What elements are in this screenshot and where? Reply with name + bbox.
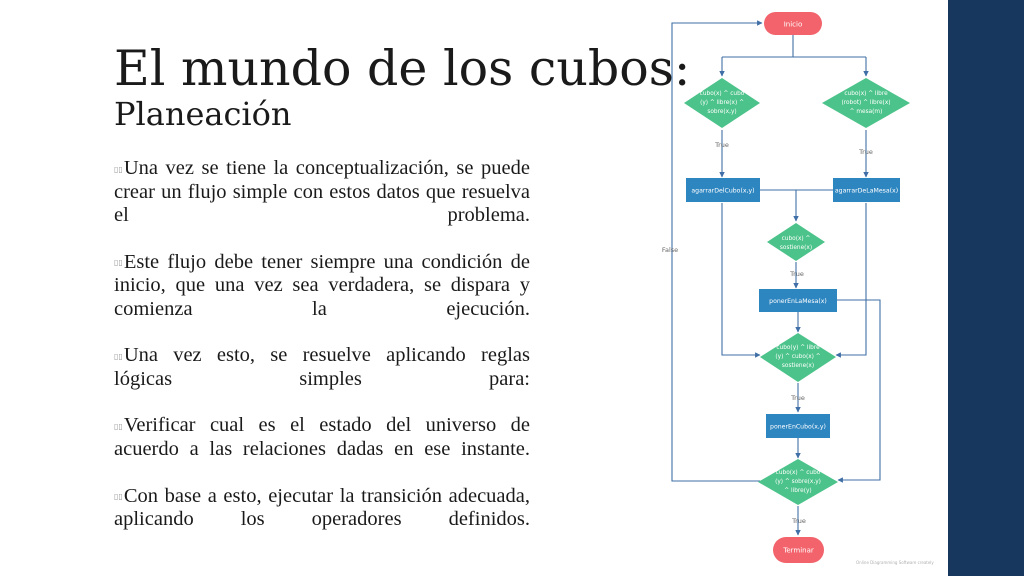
label-true-right: True	[858, 148, 873, 156]
flow-node-decision-left: cubo(x) ^ cubo (y) ^ libre(x) ^ sobre(x,…	[684, 78, 760, 128]
bullet-item: ▯▯Con base a esto, ejecutar la transició…	[114, 485, 530, 555]
watermark: Online Diagramming Software creately	[856, 560, 934, 565]
process-cubo-label: ponerEnCubo(x,y)	[770, 424, 826, 431]
decision-left-line-3: sobre(x,y)	[707, 109, 736, 115]
flow-node-process-mesa: ponerEnLaMesa(x)	[759, 289, 837, 312]
decision-final-line-3: ^ libre(y)	[784, 488, 811, 494]
label-true-final: True	[791, 517, 806, 525]
decision-encubo-line-2: (y) ^ cubo(x) ^	[775, 354, 820, 360]
decision-sostiene-line-1: cubo(x) ^	[782, 236, 811, 242]
flow-node-process-left: agarrarDelCubo(x,y)	[686, 178, 760, 202]
decision-right-line-2: (robot) ^ libre(x)	[841, 100, 890, 106]
bullet-list: ▯▯Una vez se tiene la conceptualización,…	[114, 157, 530, 555]
connector-process-left-down	[760, 189, 799, 222]
flow-node-start: Inicio	[764, 12, 822, 35]
flow-node-decision-sostiene: cubo(x) ^ sostiene(x)	[767, 223, 825, 261]
flowchart: Inicio cubo(x) ^ cubo (y) ^ libre(x) ^ s…	[662, 12, 910, 563]
bullet-marker-icon: ▯▯	[114, 258, 123, 268]
bullet-item: ▯▯Una vez se tiene la conceptualización,…	[114, 157, 530, 251]
flow-node-process-right: agarrarDeLaMesa(x)	[833, 178, 900, 202]
decision-final-line-2: (y) ^ sobre(x,y)	[775, 479, 821, 485]
decision-left-line-2: (y) ^ libre(x) ^	[700, 100, 744, 106]
flow-connectors	[671, 20, 881, 536]
decision-final-line-1: cubo(x) ^ cubo	[776, 470, 821, 476]
decision-right-line-3: ^ mesa(m)	[850, 109, 883, 115]
flow-node-decision-final: cubo(x) ^ cubo (y) ^ sobre(x,y) ^ libre(…	[758, 459, 838, 505]
start-label: Inicio	[784, 21, 803, 29]
label-false-loop: False	[662, 246, 678, 254]
flow-node-end: Terminar	[773, 537, 824, 563]
bullet-marker-icon: ▯▯	[114, 421, 123, 431]
end-label: Terminar	[782, 547, 814, 555]
label-true-sostiene: True	[789, 270, 804, 278]
right-accent-band	[948, 0, 1024, 576]
bullet-text: Verificar cual es el estado del universo…	[114, 414, 530, 461]
bullet-text: Una vez esto, se resuelve aplicando regl…	[114, 344, 530, 390]
decision-left-line-1: cubo(x) ^ cubo	[700, 91, 745, 97]
bullet-item: ▯▯Una vez esto, se resuelve aplicando re…	[114, 344, 530, 414]
decision-right-line-1: cubo(x) ^ libre	[844, 91, 888, 97]
connector-false-loop	[671, 20, 763, 482]
process-mesa-label: ponerEnLaMesa(x)	[769, 298, 827, 305]
flow-node-decision-right: cubo(x) ^ libre (robot) ^ libre(x) ^ mes…	[822, 78, 910, 128]
slide-title: El mundo de los cubos:	[114, 40, 691, 97]
label-true-left: True	[714, 141, 729, 149]
bullet-marker-icon: ▯▯	[114, 164, 123, 174]
label-true-encubo: True	[790, 394, 805, 402]
bullet-text: Este flujo debe tener siempre una condic…	[114, 250, 530, 320]
decision-encubo-line-3: sostiene(x)	[782, 363, 814, 369]
process-right-label: agarrarDeLaMesa(x)	[835, 188, 898, 195]
bullet-item: ▯▯Verificar cual es el estado del univer…	[114, 414, 530, 484]
connector-right-to-encubo	[835, 203, 867, 358]
bullet-text: Con base a esto, ejecutar la transición …	[114, 484, 530, 531]
flow-node-process-cubo: ponerEnCubo(x,y)	[766, 414, 830, 438]
connector-left-to-encubo	[721, 203, 761, 358]
bullet-item: ▯▯Este flujo debe tener siempre una cond…	[114, 251, 530, 345]
flow-node-decision-encubo: cubo(y) ^ libre (y) ^ cubo(x) ^ sostiene…	[760, 333, 836, 382]
decision-encubo-line-1: cubo(y) ^ libre	[776, 345, 820, 351]
bullet-marker-icon: ▯▯	[114, 492, 123, 502]
slide-subtitle: Planeación	[114, 95, 292, 133]
decision-sostiene-line-2: sostiene(x)	[780, 245, 812, 251]
connector-mesa-right	[837, 299, 881, 483]
process-left-label: agarrarDelCubo(x,y)	[691, 188, 754, 195]
bullet-text: Una vez se tiene la conceptualización, s…	[114, 157, 530, 227]
bullet-marker-icon: ▯▯	[114, 351, 123, 361]
